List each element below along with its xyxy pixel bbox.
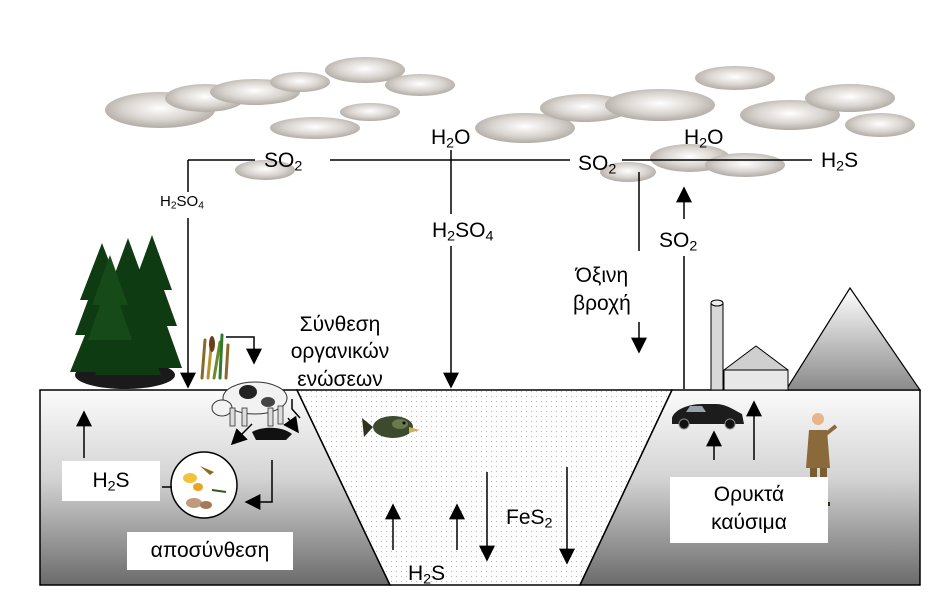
label-so2-mid: SO2 — [578, 152, 617, 178]
fish-icon — [362, 416, 420, 438]
clouds — [105, 57, 915, 182]
pine-trees-icon — [70, 235, 182, 389]
synthesis-line2: οργανικών — [290, 340, 390, 364]
acid-rain-line1: Όξινη — [575, 264, 629, 287]
chimney-icon — [710, 299, 724, 391]
cycle-lines — [76, 150, 812, 565]
label-so2-left: SO2 — [264, 149, 303, 175]
fossil-fuels-line2: καύσιμα — [711, 511, 787, 535]
factory-icon — [723, 345, 789, 391]
decomposers-circle-icon — [170, 451, 238, 519]
label-h2so4-mid: H2SO4 — [432, 219, 494, 245]
label-h2s-left: H2S — [62, 461, 160, 501]
label-h2s-bottom: H2S — [408, 562, 446, 588]
synthesis-line1: Σύνθεση — [299, 313, 381, 336]
label-so2-up: SO2 — [659, 229, 698, 255]
label-h2so4-left: H2SO4 — [160, 193, 204, 212]
label-fossil-fuels: Ορυκτά καύσιμα — [670, 477, 828, 543]
fossil-fuels-line1: Ορυκτά — [713, 483, 785, 506]
label-h2o-left: H2O — [431, 126, 471, 152]
label-h2s-top: H2S — [821, 149, 859, 175]
acid-rain-line2: βροχή — [573, 292, 631, 316]
mountain-icon — [784, 286, 922, 391]
reeds-icon — [200, 333, 230, 380]
label-decomposition: αποσύνθεση — [127, 532, 293, 570]
label-h2o-right: H2O — [684, 126, 724, 152]
synthesis-line3: ενώσεων — [297, 367, 383, 391]
label-acid-rain: Όξινη βροχή — [573, 262, 631, 319]
car-icon — [672, 404, 744, 430]
label-synthesis: Σύνθεση οργανικών ενώσεων — [275, 311, 405, 393]
label-fes2: FeS2 — [506, 506, 553, 532]
cow-icon — [211, 381, 292, 440]
